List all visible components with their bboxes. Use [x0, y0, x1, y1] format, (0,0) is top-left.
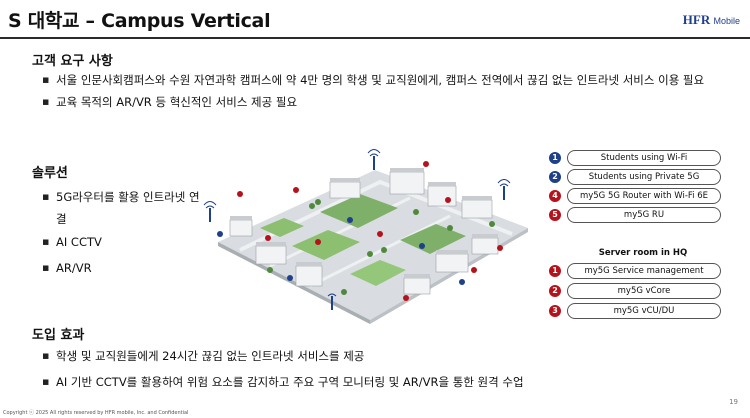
header-divider	[0, 37, 750, 39]
legend-item-service-management: 1 my5G Service management	[549, 263, 749, 279]
legend-label: Students using Wi-Fi	[567, 150, 721, 166]
page-number: 19	[729, 398, 738, 406]
legend-item-vcu-du: 3 my5G vCU/DU	[549, 303, 749, 319]
copyright-footer: Copyright ⓒ 2025 All rights reserved by …	[3, 410, 189, 416]
legend-label: my5G RU	[567, 207, 721, 223]
legend-number-badge: 3	[549, 305, 561, 317]
legend-label: my5G 5G Router with Wi-Fi 6E	[567, 188, 721, 204]
needs-item: 서울 인문사회캠퍼스와 수원 자연과학 캠퍼스에 약 4만 명의 학생 및 교직…	[42, 72, 732, 88]
legend-label: Students using Private 5G	[567, 169, 721, 185]
needs-list: 서울 인문사회캠퍼스와 수원 자연과학 캠퍼스에 약 4만 명의 학생 및 교직…	[42, 72, 732, 110]
legend-item-ru: 5 my5G RU	[549, 207, 749, 223]
legend-number-badge: 1	[549, 265, 561, 277]
hfr-logo: HFR Mobile	[683, 12, 740, 28]
solution-item: AI CCTV	[42, 234, 204, 250]
solution-list: 5G라우터를 활용 인트라넷 연결 AI CCTV AR/VR	[42, 186, 204, 276]
legend-number-badge: 1	[549, 152, 561, 164]
legend-number-badge: 5	[549, 209, 561, 221]
logo-sub: Mobile	[713, 16, 740, 26]
needs-item: 교육 목적의 AR/VR 등 혁신적인 서비스 제공 필요	[42, 94, 732, 110]
legend-number-badge: 2	[549, 171, 561, 183]
logo-main: HFR	[682, 12, 711, 27]
legend-label: my5G vCU/DU	[567, 303, 721, 319]
server-room-title: Server room in HQ	[598, 248, 688, 258]
needs-title: 고객 요구 사항	[32, 54, 113, 69]
effects-item: 학생 및 교직원들에게 24시간 끊김 없는 인트라넷 서비스를 제공	[42, 348, 742, 364]
legend-item-wifi-users: 1 Students using Wi-Fi	[549, 150, 749, 166]
slide-header: S 대학교 – Campus Vertical HFR Mobile	[0, 0, 750, 38]
legend-label: my5G Service management	[567, 263, 721, 279]
effects-title: 도입 효과	[32, 328, 85, 343]
legend-item-5g-router: 4 my5G 5G Router with Wi-Fi 6E	[549, 188, 749, 204]
legend-number-badge: 2	[549, 285, 561, 297]
campus-illustration	[203, 149, 528, 324]
solution-item: 5G라우터를 활용 인트라넷 연결	[42, 186, 204, 230]
effects-item: AI 기반 CCTV를 활용하여 위험 요소를 감지하고 주요 구역 모니터링 …	[42, 374, 742, 390]
slide-title: S 대학교 – Campus Vertical	[8, 10, 271, 32]
legend-number-badge: 4	[549, 190, 561, 202]
legend-item-private-5g-users: 2 Students using Private 5G	[549, 169, 749, 185]
solution-item: AR/VR	[42, 260, 204, 276]
effects-list: 학생 및 교직원들에게 24시간 끊김 없는 인트라넷 서비스를 제공 AI 기…	[42, 348, 742, 390]
legend-label: my5G vCore	[567, 283, 721, 299]
legend-item-vcore: 2 my5G vCore	[549, 283, 749, 299]
solution-title: 솔루션	[32, 166, 68, 181]
